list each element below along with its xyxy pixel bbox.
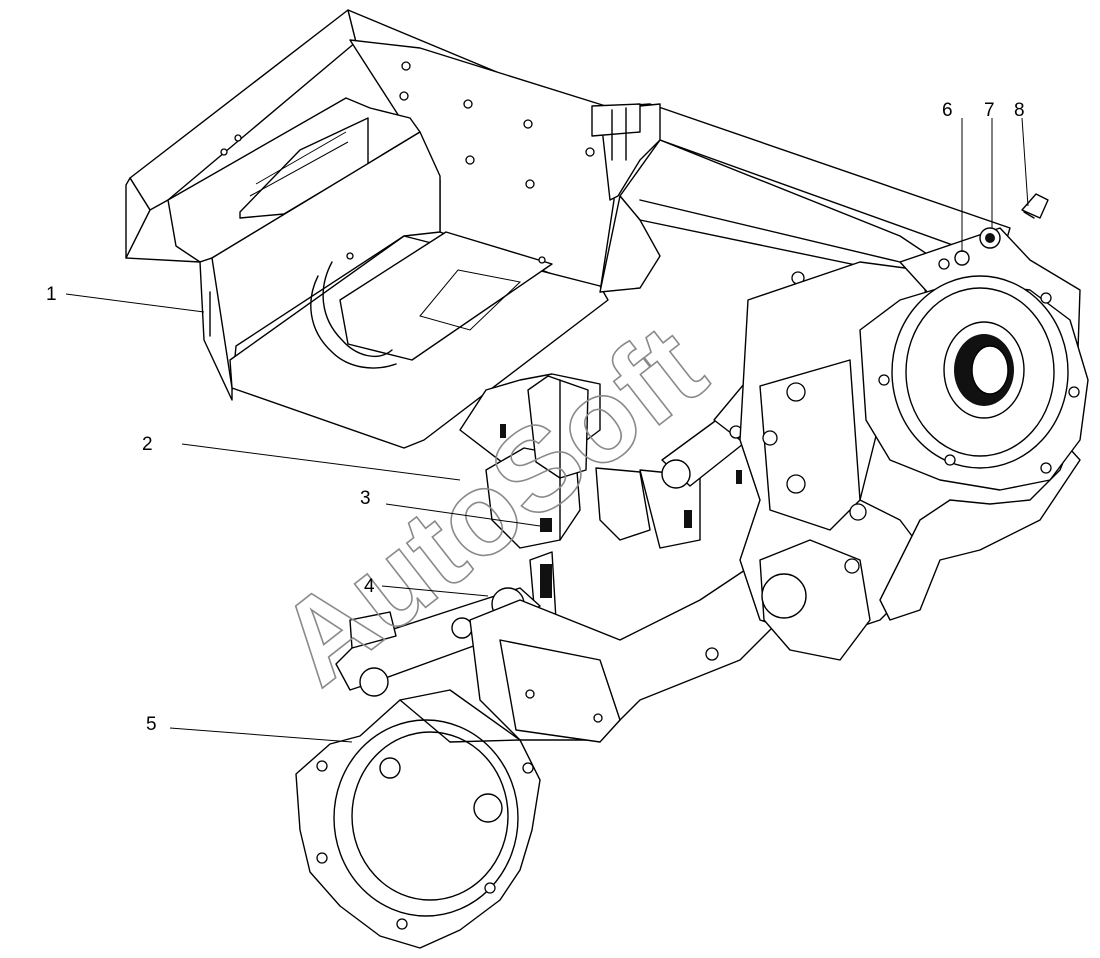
callout-3: 3 — [360, 488, 371, 509]
right-brake-drum — [859, 193, 1089, 621]
left-brake-drum — [295, 689, 541, 949]
callout-5: 5 — [146, 714, 157, 735]
callout-8: 8 — [1014, 100, 1025, 121]
callout-4: 4 — [364, 576, 375, 597]
callout-2: 2 — [142, 434, 153, 455]
callout-6: 6 — [942, 100, 953, 121]
callout-1: 1 — [46, 284, 57, 305]
valve-bracket-assembly — [335, 373, 801, 743]
frame-assembly — [125, 9, 1011, 449]
callout-leaders — [65, 117, 1029, 743]
callout-7: 7 — [984, 100, 995, 121]
callout-labels: 1 2 3 4 5 6 7 8 — [46, 100, 1025, 735]
